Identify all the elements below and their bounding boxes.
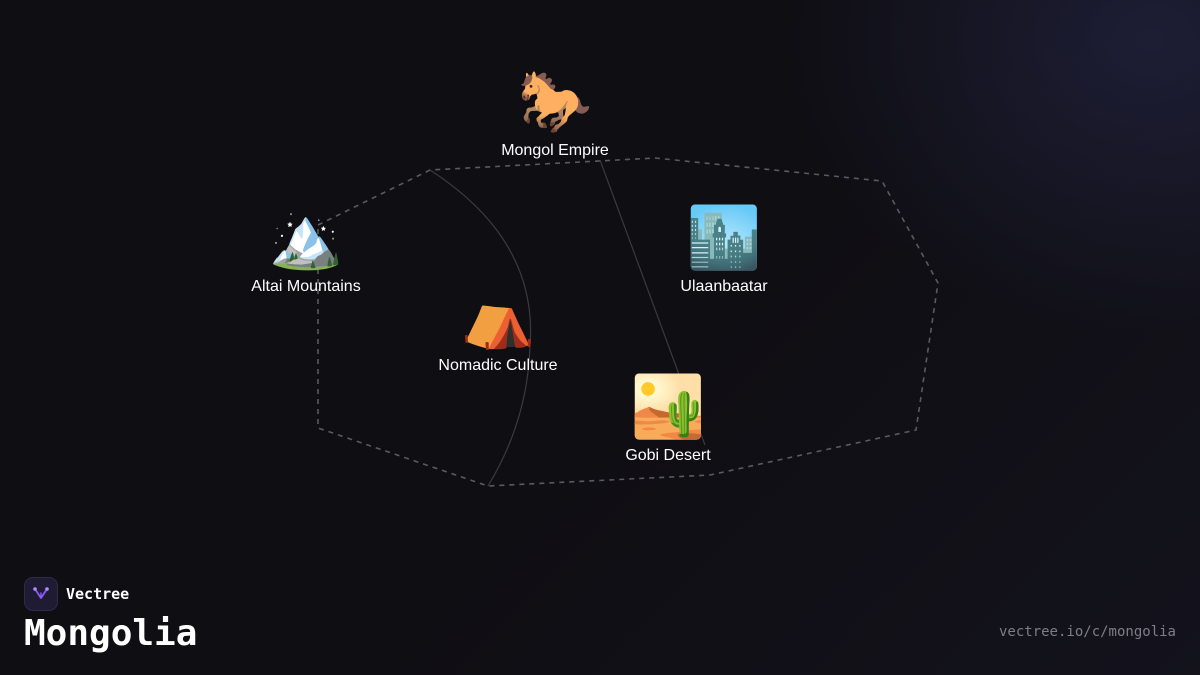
- node-nomadic-culture[interactable]: ⛺ Nomadic Culture: [438, 285, 557, 375]
- node-label: Gobi Desert: [625, 447, 711, 464]
- desert-icon: 🏜️: [630, 373, 706, 440]
- brand[interactable]: Vectree: [24, 577, 129, 611]
- mountain-icon: 🏔️: [268, 204, 344, 271]
- page-title: Mongolia: [24, 613, 198, 654]
- node-altai-mountains[interactable]: 🏔️ Altai Mountains: [251, 206, 360, 296]
- node-mongol-empire[interactable]: 🐎 Mongol Empire: [501, 70, 609, 160]
- vectree-logo-icon: [24, 577, 58, 611]
- brand-name: Vectree: [66, 585, 130, 603]
- tent-icon: ⛺: [460, 283, 536, 350]
- node-label: Mongol Empire: [501, 142, 609, 159]
- node-label: Ulaanbaatar: [680, 278, 768, 295]
- node-label: Altai Mountains: [251, 278, 361, 295]
- city-icon: 🏙️: [686, 204, 762, 271]
- node-label: Nomadic Culture: [438, 357, 558, 374]
- node-ulaanbaatar[interactable]: 🏙️ Ulaanbaatar: [680, 206, 767, 296]
- node-gobi-desert[interactable]: 🏜️ Gobi Desert: [625, 375, 710, 465]
- link-empire-to-gobi: [599, 159, 706, 446]
- horse-icon: 🐎: [517, 68, 593, 135]
- page-url[interactable]: vectree.io/c/mongolia: [998, 624, 1176, 640]
- link-altai-to-nomadic: [429, 169, 532, 487]
